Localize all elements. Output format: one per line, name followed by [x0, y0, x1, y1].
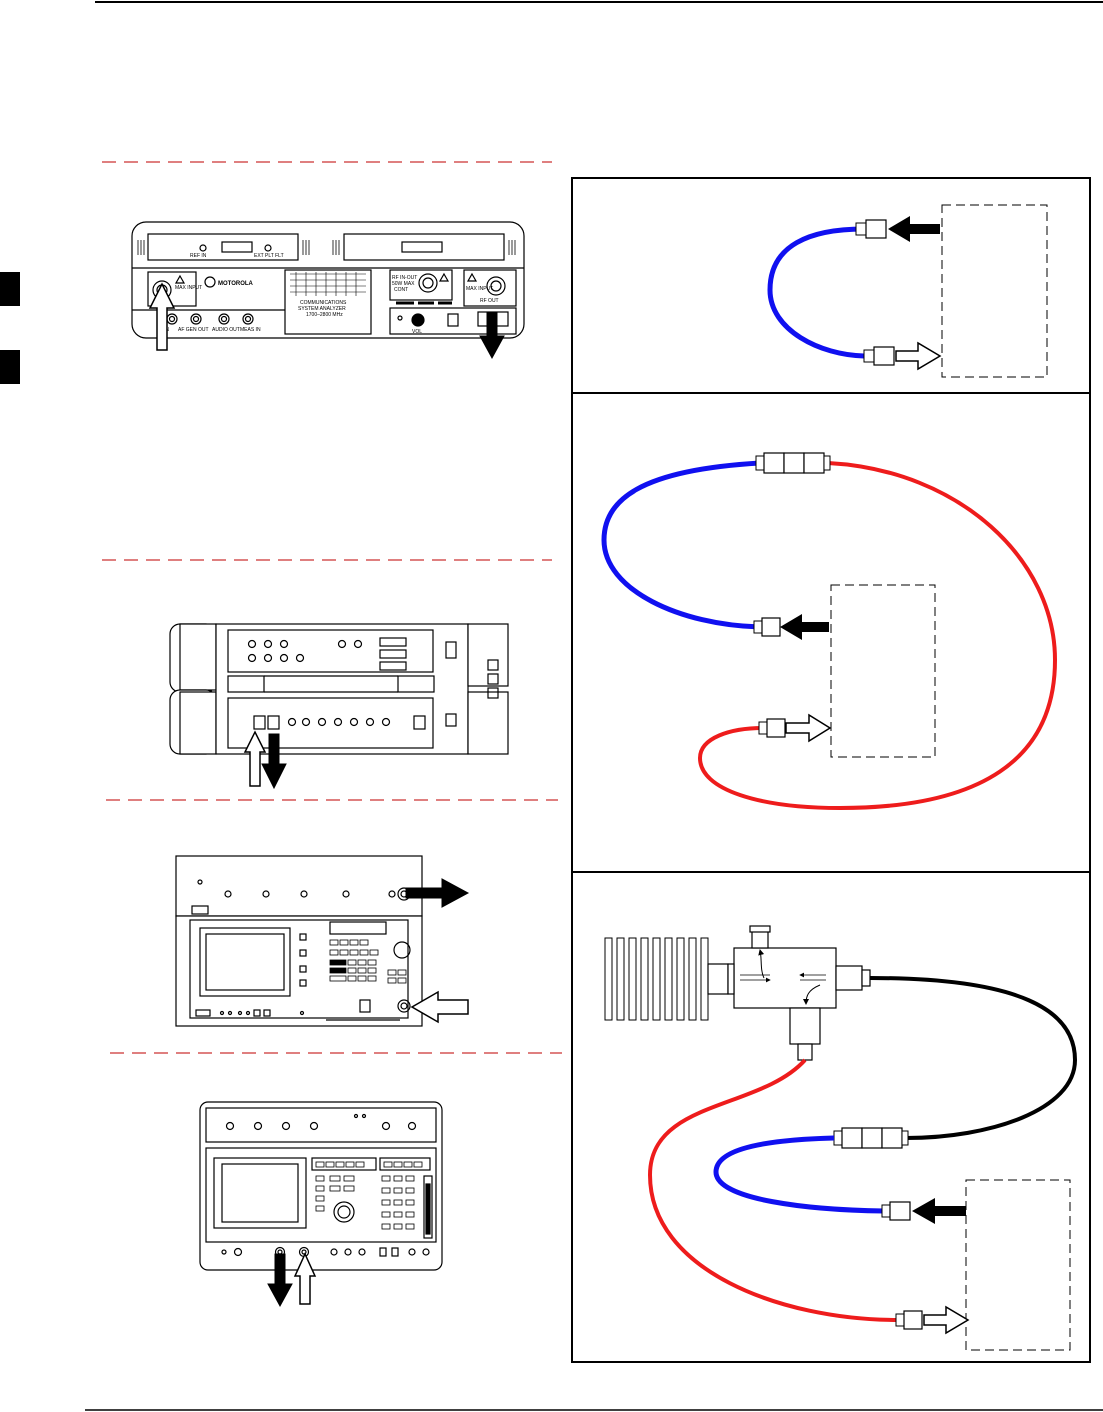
dummy-load-icon	[605, 938, 728, 1020]
connector-icon	[864, 347, 894, 365]
blue-cable	[770, 229, 864, 356]
cdma-test-set	[200, 1102, 442, 1270]
analyzer-vol: VOL	[412, 329, 422, 335]
arrow-out-icon	[924, 1307, 968, 1333]
analyzer-max-input-left: MAX INPUT	[175, 285, 202, 291]
connector-icon	[759, 719, 785, 737]
analyzer-top-label-1: EXT PLT FLT	[254, 253, 284, 259]
analyzer-bottom-label-2: AUDIO OUT	[212, 327, 240, 333]
connector-icon	[834, 1128, 908, 1148]
connection-panel-c	[605, 926, 1075, 1350]
rack-test-set	[170, 624, 508, 754]
connection-panel-a	[770, 205, 1047, 377]
spectrum-analyzer	[176, 856, 422, 1026]
analyzer-cont: CONT	[394, 287, 408, 293]
section-tab-1	[0, 272, 20, 306]
analyzer-freq: 1700–2800 MHz	[306, 312, 343, 318]
analyzer-brand: MOTOROLA	[218, 281, 254, 287]
analyzer-bottom-label-1: AF GEN OUT	[178, 327, 209, 333]
equipment-under-test-box	[966, 1180, 1070, 1350]
blue-cable	[604, 463, 760, 627]
connector-icon	[856, 220, 886, 238]
connection-panel-b	[604, 453, 1055, 808]
section-tab-2	[0, 350, 20, 384]
analyzer-rf-out: RF OUT	[480, 298, 499, 304]
analyzer-top-label-0: REF IN	[190, 253, 207, 259]
arrow-in-icon	[888, 216, 940, 242]
connector-icon	[896, 1311, 922, 1329]
analyzer-bottom-label-3: MEAS IN	[240, 327, 261, 333]
equipment-under-test-box	[942, 205, 1047, 377]
arrow-out-icon	[896, 343, 940, 369]
directional-coupler-icon	[728, 926, 870, 1060]
blue-cable	[716, 1138, 884, 1211]
red-cable	[650, 1060, 898, 1320]
equipment-under-test-box	[831, 585, 935, 757]
connector-icon	[882, 1202, 910, 1220]
connector-icon	[756, 453, 830, 473]
motorola-analyzer	[132, 222, 524, 338]
red-cable	[700, 463, 1055, 808]
analyzer-max-input-right: MAX INPUT	[466, 286, 493, 292]
black-cable	[870, 978, 1075, 1138]
arrow-in-icon	[912, 1198, 966, 1224]
arrow-out-icon	[786, 715, 830, 741]
connector-icon	[754, 618, 780, 636]
arrow-in-icon	[780, 614, 829, 640]
